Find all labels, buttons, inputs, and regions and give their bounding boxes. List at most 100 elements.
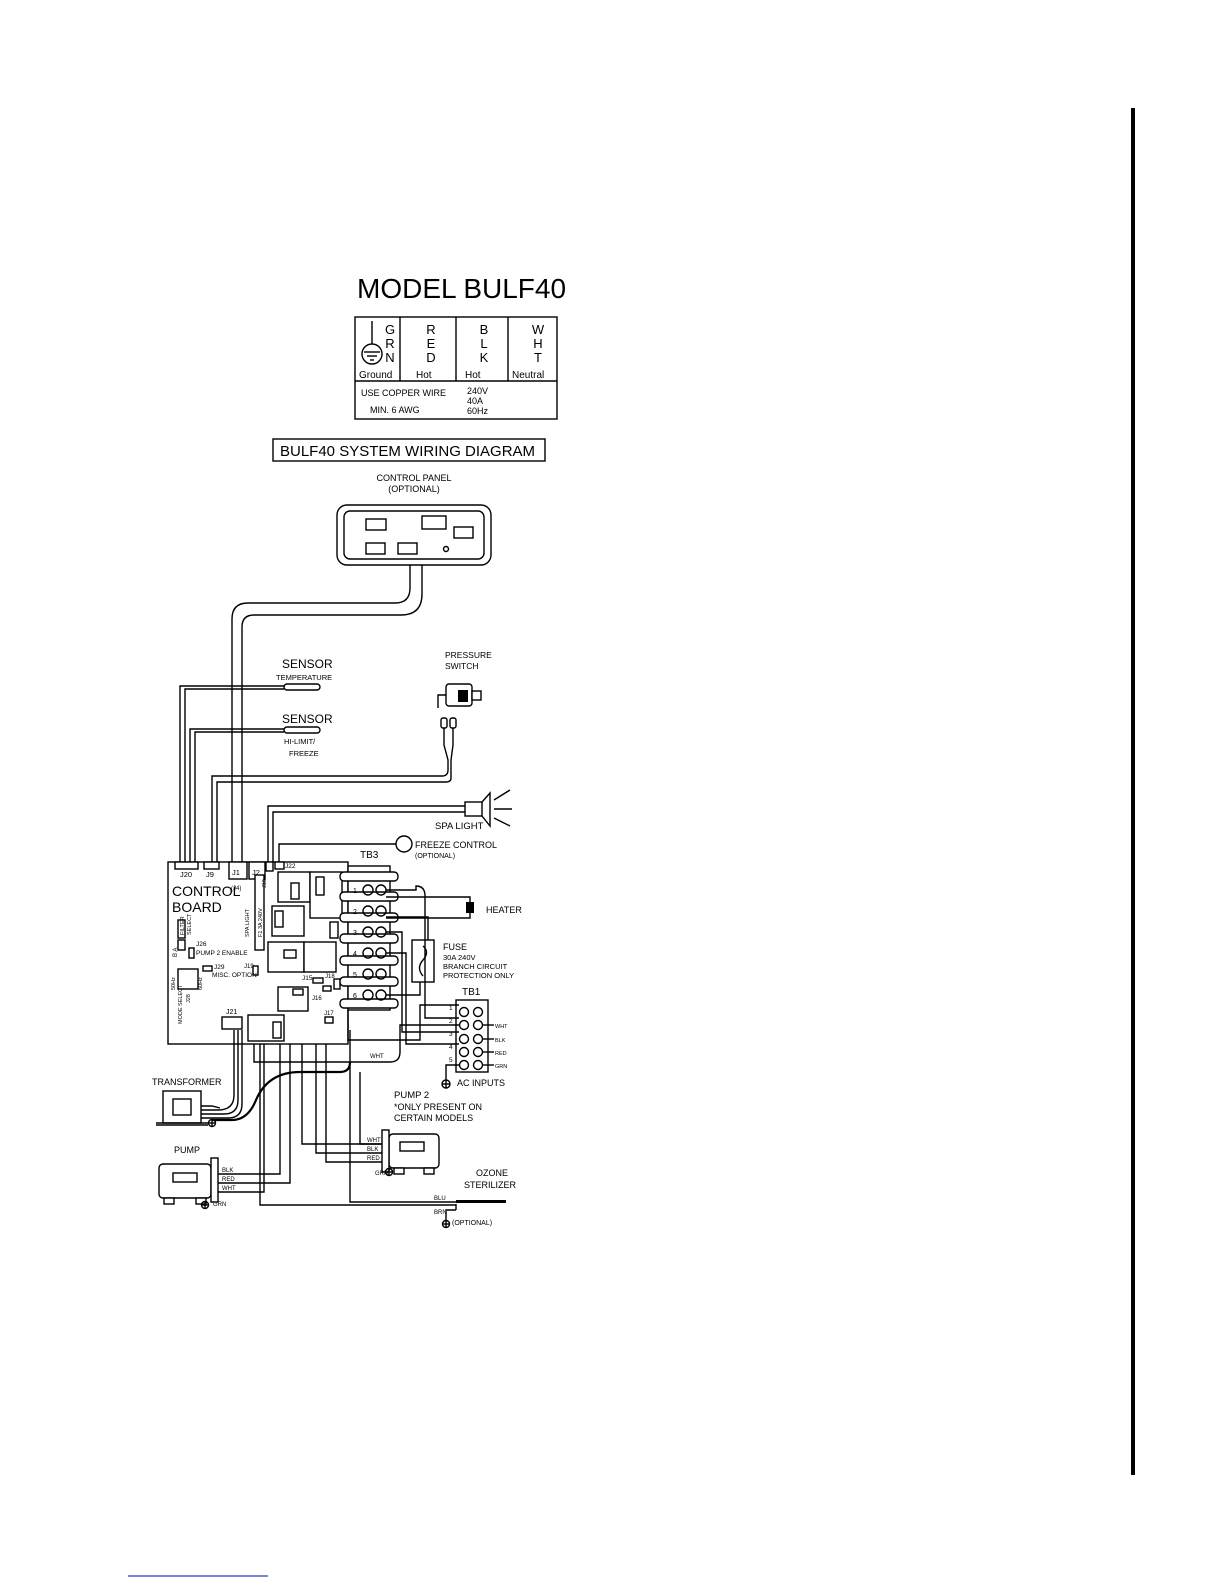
spa-light-label: SPA LIGHT	[435, 821, 484, 832]
fuse-protection: PROTECTION ONLY	[443, 971, 514, 980]
ozone-ground-icon	[441, 1219, 451, 1229]
spec-blk-3: K	[480, 350, 489, 365]
tb3-num-6: 6	[353, 993, 357, 1000]
pump2-label: PUMP 2	[394, 1090, 429, 1101]
board-mode-select: MODE SELECT	[178, 984, 184, 1024]
board-j9: J9	[206, 870, 214, 879]
board-j15: J15	[302, 975, 313, 982]
board-j18: J18	[325, 974, 335, 980]
control-board	[167, 861, 349, 1045]
fuse-rating: 30A 240V	[443, 953, 476, 962]
pump2-note-2: CERTAIN MODELS	[394, 1113, 473, 1123]
spec-wht-label: Neutral	[512, 370, 544, 381]
board-hz-2: 50Hz	[171, 977, 177, 990]
pump2-wire-wht: WHT	[367, 1138, 381, 1144]
tb1-num-4: 4	[449, 1044, 453, 1051]
tb1-label: TB1	[462, 987, 481, 998]
spec-rating-3: 60Hz	[467, 406, 489, 416]
spec-grn-label: Ground	[359, 370, 392, 381]
fuse-label: FUSE	[443, 942, 467, 952]
tb3-num-2: 2	[353, 909, 357, 916]
ac-inputs-label: AC INPUTS	[457, 1078, 505, 1088]
tb3-label: TB3	[360, 850, 379, 861]
board-filter-select-1: FILTER	[180, 916, 186, 935]
control-panel-icon	[336, 504, 492, 566]
spa-light-icon	[464, 789, 512, 828]
pressure-switch-label: PRESSURE	[445, 650, 492, 660]
board-ba: B A	[173, 948, 179, 957]
pump-wire-wht: WHT	[222, 1186, 236, 1192]
pump2-wire-grn: GRN	[375, 1171, 388, 1177]
sensor-temp-sub: TEMPERATURE	[276, 673, 332, 682]
board-pump2-enable: PUMP 2 ENABLE	[196, 950, 248, 957]
board-j10: J10	[262, 879, 268, 888]
board-spa-light-1: SPA LIGHT	[245, 908, 251, 937]
board-j22: J22	[285, 863, 296, 870]
spec-grn-1: G	[385, 322, 395, 337]
model-title: MODEL BULF40	[357, 273, 566, 304]
tb1-num-1: 1	[449, 1005, 453, 1012]
pump2-wire-red: RED	[367, 1156, 380, 1162]
fuse-branch: BRANCH CIRCUIT	[443, 962, 508, 971]
tb1-num-5: 5	[449, 1057, 453, 1064]
board-j26: J26	[196, 941, 207, 948]
tb3-terminal-block	[339, 865, 399, 1011]
pressure-switch-sub: SWITCH	[445, 661, 479, 671]
pump-label: PUMP	[174, 1145, 200, 1155]
control-panel-optional: (OPTIONAL)	[388, 484, 440, 494]
pump2-ground-icon	[384, 1167, 394, 1177]
control-board-label-1: CONTROL	[172, 883, 241, 899]
spec-rating-2: 40A	[467, 396, 483, 406]
board-spa-light-2: F1 3A 240V	[258, 908, 264, 937]
control-panel-label: CONTROL PANEL	[376, 473, 451, 483]
board-j29: J29	[214, 964, 225, 971]
spec-rating-1: 240V	[467, 386, 488, 396]
sensor-hilimit-label: SENSOR	[282, 712, 333, 726]
board-j1: J1	[232, 868, 240, 877]
spec-wht-3: T	[534, 350, 542, 365]
tb1-terminal-block	[455, 999, 494, 1073]
board-hz-1: 60Hz	[198, 977, 204, 990]
ozone-optional: (OPTIONAL)	[452, 1220, 492, 1227]
board-j28: J28	[186, 994, 192, 1003]
spec-red-label: Hot	[416, 370, 432, 381]
tb1-num-3: 3	[449, 1031, 453, 1038]
ac-inputs-ground-icon	[441, 1079, 451, 1089]
pump2-wire-blk: BLK	[367, 1147, 378, 1153]
spec-blk-1: B	[480, 322, 489, 337]
board-j19: J19	[244, 964, 254, 970]
ozone-wire-blu: BLU	[434, 1196, 446, 1202]
pump-wire-red: RED	[222, 1177, 235, 1183]
spec-note-1: USE COPPER WIRE	[361, 388, 446, 398]
hilimit-sensor-icon	[283, 726, 321, 734]
pump-wire-blk: BLK	[222, 1168, 233, 1174]
control-board-label-2: BOARD	[172, 899, 222, 915]
tb1-wire-wht: WHT	[495, 1024, 508, 1030]
pump-icon	[158, 1157, 219, 1205]
tb3-num-5: 5	[353, 972, 357, 979]
pressure-switch-icon	[437, 683, 482, 729]
spec-grn-2: R	[385, 336, 394, 351]
spec-note-2: MIN. 6 AWG	[370, 405, 420, 415]
freeze-control-label: FREEZE CONTROL	[415, 840, 497, 850]
sensor-hilimit-sub1: HI-LIMIT/	[284, 737, 316, 746]
ozone-label: OZONE	[476, 1168, 508, 1178]
spec-wht-1: W	[532, 322, 545, 337]
sensor-hilimit-sub2: FREEZE	[289, 749, 319, 758]
diagram-title: BULF40 SYSTEM WIRING DIAGRAM	[280, 443, 535, 460]
spec-red-1: R	[426, 322, 435, 337]
board-j17: J17	[324, 1011, 334, 1017]
sensor-temp-label: SENSOR	[282, 657, 333, 671]
pump-wire-grn: GRN	[213, 1202, 226, 1208]
tb3-num-3: 3	[353, 930, 357, 937]
board-j2: J2	[252, 868, 260, 877]
pump2-note-1: *ONLY PRESENT ON	[394, 1102, 482, 1112]
board-wht-wire-label: WHT	[370, 1054, 384, 1060]
heater-label: HEATER	[486, 905, 522, 915]
board-j20: J20	[180, 870, 192, 879]
freeze-control-icon	[395, 835, 413, 853]
board-j4: (J4)	[231, 886, 241, 892]
spec-blk-label: Hot	[465, 370, 481, 381]
tb1-wire-red: RED	[495, 1051, 507, 1057]
